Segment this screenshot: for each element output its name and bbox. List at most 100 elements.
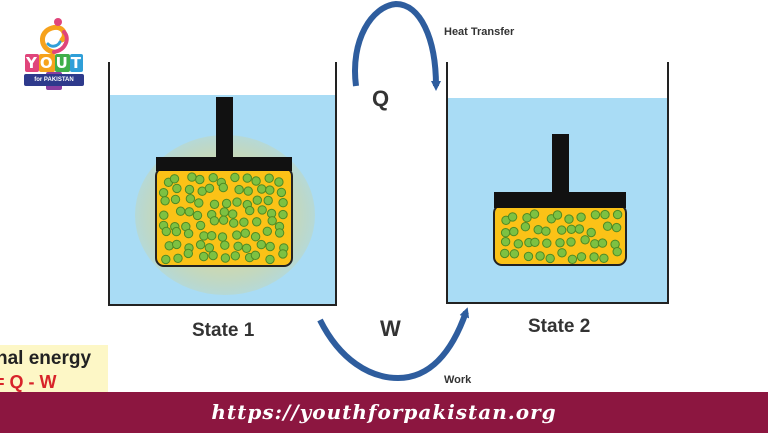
gas-particle [257, 184, 267, 194]
logo-letter: T [69, 54, 84, 72]
gas-particle [173, 253, 183, 263]
gas-particle [208, 173, 218, 183]
gas-particle [500, 248, 510, 259]
gas-particle [529, 209, 540, 219]
gas-particle [230, 172, 240, 183]
gas-particle [500, 228, 511, 238]
gas-particle [576, 212, 586, 222]
gas-particle [241, 243, 252, 254]
gas-particle [192, 210, 203, 221]
gas-particle [170, 194, 181, 205]
gas-particle [242, 173, 253, 183]
gas-particle [185, 194, 196, 204]
gas-particle [250, 250, 261, 261]
gas-particles [500, 209, 623, 264]
gas-particle [161, 254, 171, 265]
gas-particle [257, 205, 267, 215]
gas-particle [278, 249, 288, 259]
gas-particle [239, 217, 249, 227]
gas-particle [220, 240, 230, 250]
gas-particle [541, 226, 551, 236]
gas-particle [161, 226, 172, 237]
gas-particles [158, 172, 289, 265]
gas-particle [557, 225, 567, 235]
gas-particle [611, 222, 622, 233]
state-2-label: State 2 [528, 316, 591, 337]
gas-particle [172, 239, 182, 250]
gas-particle [169, 174, 180, 184]
gas-particle [240, 228, 251, 238]
gas-particle [522, 213, 532, 223]
logo-subtitle: for PAKISTAN [24, 74, 84, 86]
gas-particle [597, 238, 608, 248]
gas-particle [158, 188, 169, 198]
gas-particle [199, 231, 209, 241]
gas-particle [195, 240, 206, 250]
gas-particle [221, 198, 232, 209]
work-caption: Work [444, 374, 472, 386]
piston-plate [156, 157, 292, 171]
gas-particle [204, 243, 215, 253]
gas-particle [523, 251, 534, 262]
gas-particle [557, 248, 567, 258]
gas-particle [530, 237, 540, 248]
gas-particle [194, 198, 204, 208]
gas-particle [187, 172, 197, 182]
gas-particle [252, 195, 262, 205]
gas-particle [232, 197, 242, 207]
logo-letter: U [54, 54, 70, 72]
gas-particle [171, 226, 182, 237]
gas-particle [599, 253, 609, 263]
gas-particle [252, 217, 262, 227]
container-state-2 [446, 62, 669, 304]
container-state-1 [108, 62, 337, 306]
heat-caption: Heat Transfer [444, 26, 515, 38]
equation-line-1: nal energy [0, 348, 92, 369]
gas-particle [160, 196, 170, 206]
gas-particle [545, 253, 555, 264]
gas-particle [263, 195, 273, 206]
gas-particle [256, 239, 266, 250]
gas-particle [552, 210, 563, 220]
gas-particle [574, 224, 585, 234]
gas-particle [262, 226, 272, 237]
gas-particle [208, 250, 218, 261]
gas-particle [251, 176, 261, 186]
gas-particle [542, 238, 552, 248]
gas-particle [264, 173, 274, 183]
gas-particle [175, 206, 186, 216]
gas-particle [229, 218, 239, 228]
footer-url-link[interactable]: https://youthforpakistan.org [211, 400, 557, 424]
gas-particle [232, 230, 242, 240]
gas-particle [590, 210, 601, 220]
gas-particle [195, 174, 205, 185]
gas-particle [564, 214, 574, 224]
site-logo[interactable]: YOUTH for PAKISTAN [18, 14, 90, 90]
gas-particle [172, 183, 182, 194]
gas-particle [278, 198, 288, 208]
gas-particle [513, 239, 523, 249]
piston-plate [494, 192, 626, 208]
gas-particle [228, 209, 238, 219]
gas-particle [274, 177, 284, 187]
gas-particle [184, 184, 195, 195]
gas-particle [612, 247, 622, 257]
container-wall [108, 62, 337, 306]
gas-particle [220, 253, 231, 263]
gas-particle [183, 248, 194, 259]
gas-particle [250, 232, 261, 242]
gas-particle [204, 183, 215, 194]
gas-particle [520, 222, 531, 232]
heat-transfer-arrow [352, 0, 441, 91]
gas-particle [533, 225, 543, 235]
gas-particle [276, 187, 287, 198]
logo-letter: O [38, 54, 55, 72]
gas-particle [217, 232, 228, 242]
gas-particle [218, 215, 229, 225]
gas-particle [612, 209, 623, 220]
gas-particle [218, 182, 229, 193]
gas-particle [507, 212, 518, 222]
gas-particle [207, 231, 217, 241]
